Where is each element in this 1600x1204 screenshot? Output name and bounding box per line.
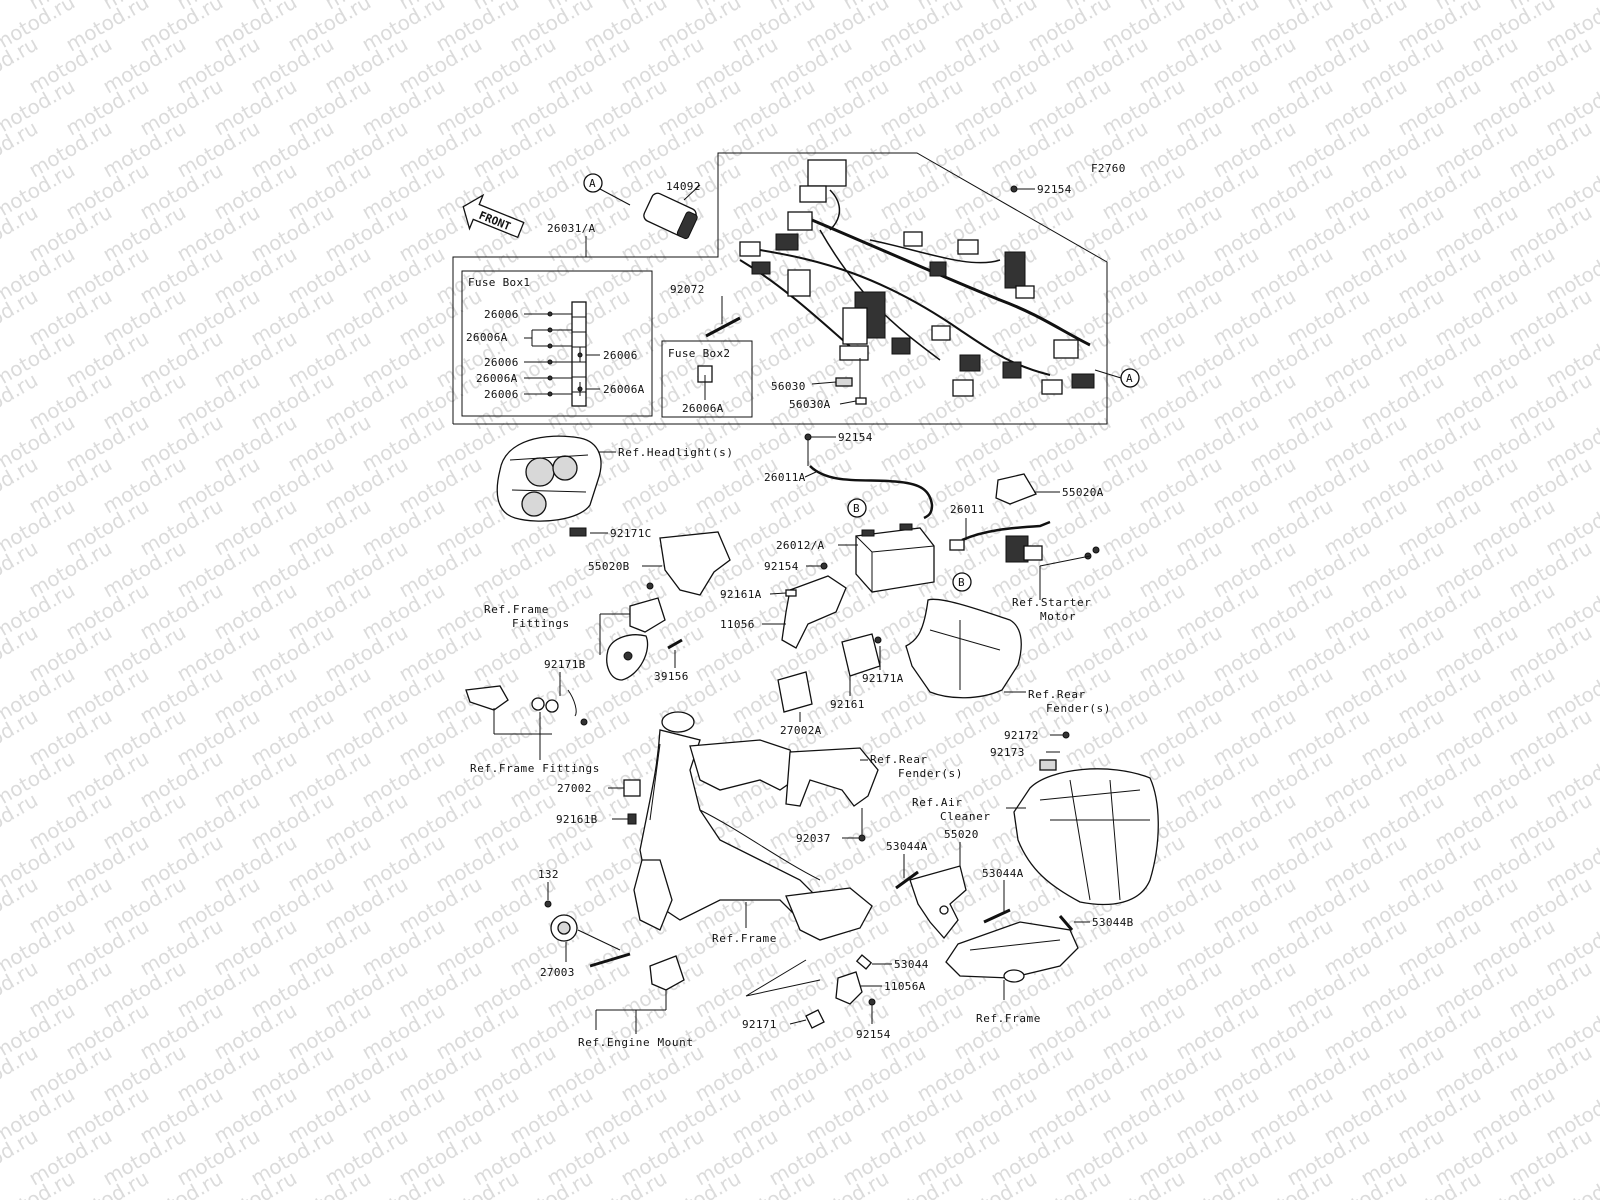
part-92171c: 92171C <box>610 527 652 540</box>
part-26011: 26011 <box>950 503 985 516</box>
bolt-132 <box>545 901 551 907</box>
callout-b-upper-label: B <box>853 502 860 515</box>
ref-starter-1: Ref.Starter <box>1012 596 1091 609</box>
part-53044: 53044 <box>894 958 929 971</box>
part-56030: 56030 <box>771 380 806 393</box>
ref-air-cleaner-2: Cleaner <box>940 810 991 823</box>
part-92154-lower: 92154 <box>856 1028 891 1041</box>
part-39156: 39156 <box>654 670 689 683</box>
relay-27002 <box>624 780 640 796</box>
part-26031a: 26031/A <box>547 222 596 235</box>
leader-56030a <box>840 401 856 404</box>
part-55020b: 55020B <box>588 560 630 573</box>
part-92161a: 92161A <box>720 588 762 601</box>
part-92161: 92161 <box>830 698 865 711</box>
callout-a-left-label: A <box>589 177 596 190</box>
part-92037: 92037 <box>796 832 831 845</box>
ref-rear-fender-upper-1: Ref.Rear <box>1028 688 1086 701</box>
ref-air-cleaner-1: Ref.Air <box>912 796 963 809</box>
ref-frame-fittings-upper-2: Fittings <box>512 617 570 630</box>
clip-92171c <box>570 528 586 536</box>
fuse-label-26006-b: 26006 <box>484 356 519 369</box>
clip-92161b <box>628 814 636 824</box>
part-92171b: 92171B <box>544 658 586 671</box>
part-92154-battery: 92154 <box>764 560 799 573</box>
part-26012a: 26012/A <box>776 539 825 552</box>
callout-a-right-label: A <box>1126 372 1133 385</box>
part-92072: 92072 <box>670 283 705 296</box>
part-92172: 92172 <box>1004 729 1039 742</box>
part-11056: 11056 <box>720 618 755 631</box>
ref-frame-fittings-upper-1: Ref.Frame <box>484 603 549 616</box>
bolt-92154-mid <box>805 434 811 440</box>
part-53044b: 53044B <box>1092 916 1134 929</box>
ref-rear-fender-lower-1: Ref.Rear <box>870 753 928 766</box>
callout-b-lower-label: B <box>958 576 965 589</box>
part-92154-top: 92154 <box>1037 183 1072 196</box>
part-92154-mid: 92154 <box>838 431 873 444</box>
part-53044a-right: 53044A <box>982 867 1024 880</box>
ref-headlight: Ref.Headlight(s) <box>618 446 734 459</box>
tape-56030a <box>856 398 866 404</box>
part-14092: 14092 <box>666 180 701 193</box>
part-55020: 55020 <box>944 828 979 841</box>
fuse-label-26006a-b: 26006A <box>476 372 518 385</box>
part-11056a: 11056A <box>884 980 926 993</box>
diagram-code: F2760 <box>1091 162 1126 175</box>
part-27002: 27002 <box>557 782 592 795</box>
fuse-label-26006-a: 26006 <box>484 308 519 321</box>
tape-56030 <box>836 378 852 386</box>
ref-rear-fender-upper-2: Fender(s) <box>1046 702 1111 715</box>
bolt-92037 <box>859 835 865 841</box>
ref-engine-mount: Ref.Engine Mount <box>578 1036 694 1049</box>
bolt-92154-lower <box>869 999 875 1005</box>
part-53044a-left: 53044A <box>886 840 928 853</box>
ref-frame-main: Ref.Frame <box>712 932 777 945</box>
part-27002a: 27002A <box>780 724 822 737</box>
part-55020a: 55020A <box>1062 486 1104 499</box>
fuse-label-26006a-a: 26006A <box>466 331 508 344</box>
part-92173: 92173 <box>990 746 1025 759</box>
ref-frame-rear: Ref.Frame <box>976 1012 1041 1025</box>
part-92171a: 92171A <box>862 672 904 685</box>
bolt-92154-top <box>1011 186 1017 192</box>
fuse-box1-title: Fuse Box1 <box>468 276 530 289</box>
bolt-92172 <box>1063 732 1069 738</box>
fuse-label-26006-c: 26006 <box>484 388 519 401</box>
fuse-label-26006a-right: 26006A <box>603 383 645 396</box>
part-27003: 27003 <box>540 966 575 979</box>
part-92171: 92171 <box>742 1018 777 1031</box>
fuse-box2-title: Fuse Box2 <box>668 347 730 360</box>
part-26011a: 26011A <box>764 471 806 484</box>
ref-frame-fittings-lower: Ref.Frame Fittings <box>470 762 600 775</box>
battery-26012a <box>856 524 934 592</box>
fuse-label-26006-right-a: 26006 <box>603 349 638 362</box>
headlight-assembly <box>497 436 601 521</box>
part-92161b: 92161B <box>556 813 598 826</box>
part-56030a: 56030A <box>789 398 831 411</box>
ref-rear-fender-lower-2: Fender(s) <box>898 767 963 780</box>
part-132: 132 <box>538 868 559 881</box>
pin-53044 <box>857 955 871 969</box>
fuse-box2-label: 26006A <box>682 402 724 415</box>
ref-starter-2: Motor <box>1040 610 1076 623</box>
